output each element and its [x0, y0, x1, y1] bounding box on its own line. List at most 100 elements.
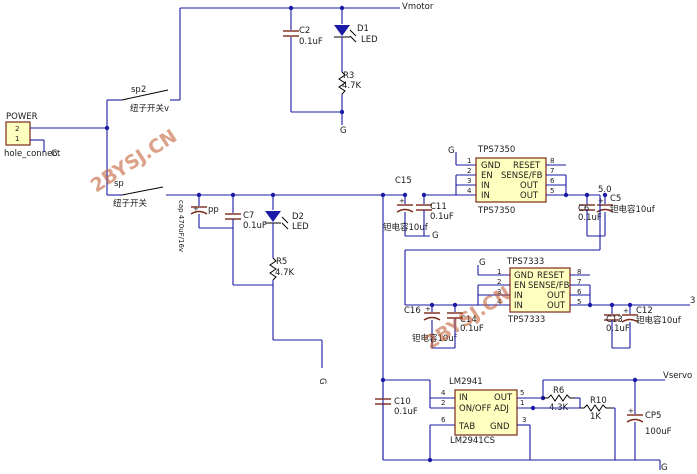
tps7333-gnd: G: [479, 258, 486, 268]
d2-ref: D2: [292, 212, 304, 222]
c15-plus: +: [399, 197, 405, 205]
lm2941-section: C10 0.1uF LM2941 IN ON/OFF TAB OUT ADJ G…: [375, 371, 692, 473]
tps7333-num-6: 6: [577, 288, 582, 296]
c11-value: 0.1uF: [430, 212, 454, 222]
c5-ref: C5: [610, 194, 621, 204]
c14-value: 0.1uF: [460, 324, 484, 334]
tps7350-pin-en: EN: [481, 171, 493, 181]
c12-value: 钽电容10uf: [636, 315, 682, 326]
led-d1: D1 LED: [334, 5, 378, 72]
tps7350-num-1: 1: [467, 157, 471, 165]
tps7350-pin-out2: OUT: [520, 191, 539, 201]
cap-pp: pp + cap 470uF/16v: [177, 192, 233, 252]
pp-ref: pp: [208, 205, 219, 215]
r3-value: 4.7K: [342, 81, 362, 91]
c12-plus: +: [623, 307, 629, 315]
lm2941-pin-tab: TAB: [458, 422, 475, 432]
c12-ref: C12: [636, 306, 653, 316]
tps7333-pin-reset: RESET: [537, 271, 565, 281]
cp5-ref: CP5: [645, 411, 661, 421]
tps7333-name: TPS7333: [506, 257, 544, 267]
r10-value: 1K: [590, 412, 601, 422]
lm2941-part: LM2941CS: [450, 436, 495, 446]
tps7350-num-2: 2: [467, 167, 471, 175]
c7-value: 0.1uF: [243, 221, 267, 231]
cap-c2: C2 0.1uF: [283, 5, 345, 115]
tps7333-pin-in2: IN: [514, 301, 523, 311]
lm2941-num-2: 2: [441, 399, 445, 407]
tps7333-pin-en: EN: [514, 281, 526, 291]
tps7333-pin-gnd: GND: [514, 271, 534, 281]
tps7333-num-8: 8: [577, 268, 581, 276]
tps7350-gnd: G: [448, 146, 455, 156]
tps7350-pin-in1: IN: [481, 181, 490, 191]
c6-ref: C6: [578, 204, 589, 214]
tps7333-section: C16 + 钽电容10uf C14 0.1uF G TPS7333 GND EN…: [404, 257, 695, 349]
led-d2: D2 LED: [265, 192, 309, 258]
tps7350-num-3: 3: [467, 177, 471, 185]
resistor-r3: R3 4.7K G: [338, 71, 362, 136]
net-3: 3: [690, 296, 695, 306]
tps7333-num-7: 7: [577, 278, 581, 286]
power-pin1: 1: [15, 135, 19, 143]
tps7333-sub: TPS7333: [507, 315, 545, 325]
tps7350-pin-sense: SENSE/FB: [501, 171, 543, 181]
c5-value: 钽电容10uf: [610, 204, 656, 215]
c15-value: 钽电容10uf: [383, 222, 429, 233]
r10-ref: R10: [590, 396, 607, 406]
c13-ref: C13: [606, 315, 623, 325]
c16-ref: C16: [404, 306, 421, 316]
r5-ref: R5: [276, 257, 287, 267]
r6-ref: R6: [553, 386, 564, 396]
tps7333-num-2: 2: [497, 278, 501, 286]
lm2941-pin-adj: ADJ: [494, 404, 509, 414]
tps7333-pin-out1: OUT: [547, 291, 566, 301]
r3-gnd: G: [340, 126, 347, 136]
r5-gnd: G: [317, 378, 327, 385]
power-footprint: hole_connect: [4, 149, 61, 159]
sp-label: 纽子开关: [113, 198, 148, 209]
pp-value: cap 470uF/16v: [177, 200, 185, 252]
tps7350-sub: TPS7350: [477, 206, 515, 216]
switch-sp: sp 纽子开关: [107, 179, 405, 209]
c2-ref: C2: [299, 26, 310, 36]
d1-ref: D1: [357, 24, 369, 34]
sp2-label: 纽子开关v: [130, 103, 169, 114]
net-5v: 5.0: [598, 185, 612, 195]
tps7350-pin-gnd: GND: [481, 161, 501, 171]
vservo-label: Vservo: [663, 371, 692, 381]
tps7350-section: C15 + 钽电容10uf C11 0.1uF G G TPS7350: [380, 145, 656, 460]
lm2941-name: LM2941: [449, 377, 483, 387]
c14-ref: C14: [460, 315, 477, 325]
tps7350-name: TPS7350: [477, 145, 515, 155]
r5-value: 4.7K: [275, 268, 295, 278]
d1-value: LED: [361, 35, 378, 45]
c11-ref: C11: [430, 202, 447, 212]
c10-ref: C10: [394, 397, 411, 407]
tps7333-num-3: 3: [497, 288, 501, 296]
tps7350-num-6: 6: [550, 177, 555, 185]
vmotor-label: Vmotor: [402, 2, 434, 12]
cp5-plus: +: [628, 407, 634, 415]
sp-ref: sp: [114, 179, 124, 189]
tps7333-num-4: 4: [497, 298, 502, 306]
pp-plus: +: [193, 205, 199, 213]
power-pin2: 2: [15, 125, 19, 133]
cap-c7: C7 0.1uF: [225, 192, 273, 286]
lm2941-gnd: G: [661, 463, 668, 473]
tps7350-num-7: 7: [550, 167, 554, 175]
c11-gnd: G: [432, 231, 439, 241]
tps7333-num-1: 1: [497, 268, 501, 276]
c13-value: 0.1uF: [606, 324, 630, 334]
sp2-ref: sp2: [131, 85, 146, 95]
tps7333-num-5: 5: [577, 298, 581, 306]
c7-ref: C7: [243, 211, 254, 221]
lm2941-num-1: 1: [520, 399, 524, 407]
lm2941-pin-in: IN: [459, 393, 468, 403]
cp5-value: 100uF: [645, 427, 672, 437]
r3-ref: R3: [343, 71, 354, 81]
power-connector: POWER 2 1 hole_connect G: [4, 100, 110, 195]
tps7333-pin-sense: SENSE/FB: [528, 281, 570, 291]
